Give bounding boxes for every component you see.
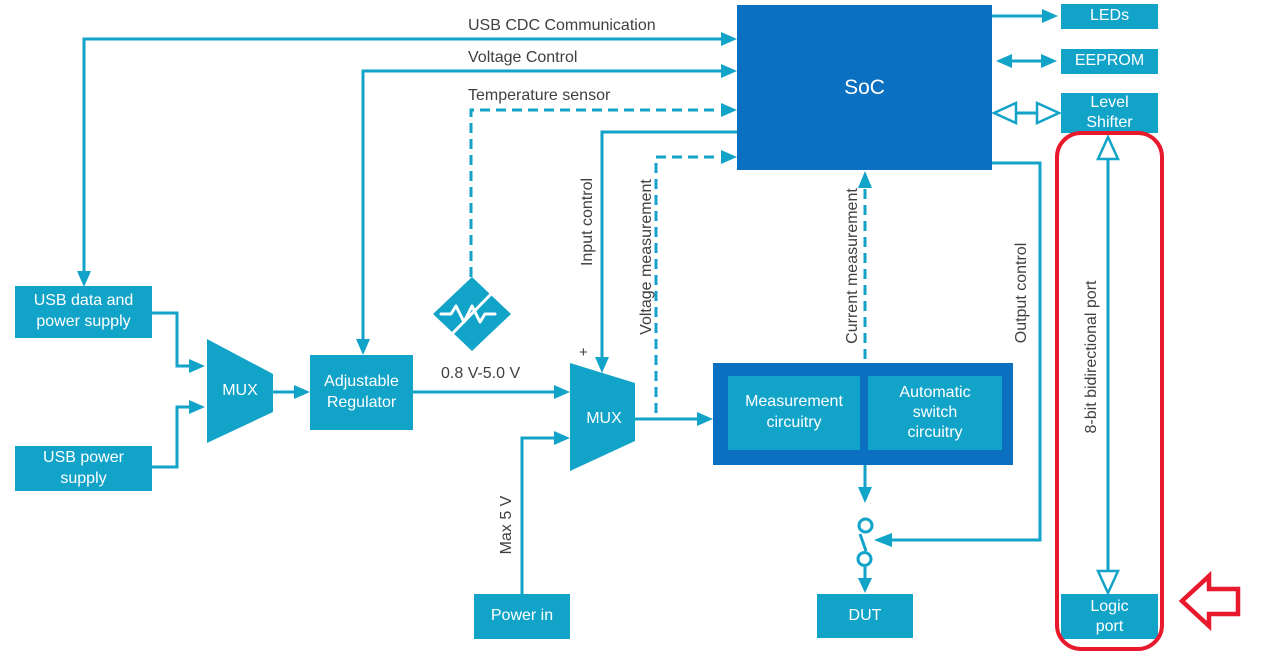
automatic-switch-label: Automatic switch circuitry <box>899 384 971 441</box>
voltage-measurement-connection <box>654 150 737 413</box>
usb-power-block: USB power supply <box>15 446 152 491</box>
soc-label: SoC <box>844 75 885 99</box>
power-in-block: Power in <box>474 594 570 639</box>
arrowhead-down <box>858 487 872 503</box>
usb-data-power-block: USB data and power supply <box>15 286 152 338</box>
positive-terminal-label: + <box>579 344 588 361</box>
arrowhead-right <box>721 64 737 78</box>
regulator-to-mux2-line <box>413 385 570 399</box>
mux2-shape <box>570 363 635 471</box>
eeprom-block: EEPROM <box>1061 49 1158 74</box>
dut-block: DUT <box>817 594 913 638</box>
switch-blade <box>858 533 868 552</box>
mux2-label: MUX <box>586 410 622 427</box>
usb-data-power-label: USB data and power supply <box>33 292 134 330</box>
eeprom-label: EEPROM <box>1074 52 1145 70</box>
arrowhead-left <box>996 54 1012 68</box>
soc-levelshifter-line <box>990 101 1063 125</box>
power-in-label: Power in <box>490 607 554 625</box>
open-arrowhead-right <box>1035 101 1063 125</box>
arrowhead-down <box>77 271 91 287</box>
voltage-control-label: Voltage Control <box>468 49 578 66</box>
open-arrowhead-down <box>1096 569 1120 597</box>
usb-cdc-connection <box>77 32 737 287</box>
arrowhead-right <box>554 385 570 399</box>
arrowhead-right <box>1041 54 1057 68</box>
logic-port-label: Logic port <box>1090 597 1129 635</box>
soc-to-leds-line <box>992 9 1058 23</box>
leds-block: LEDs <box>1061 4 1158 29</box>
usb-power-to-mux-line <box>152 400 205 469</box>
arrowhead-down <box>595 357 609 373</box>
regulator-range-label: 0.8 V-5.0 V <box>441 365 521 382</box>
arrowhead-right <box>697 412 713 426</box>
mux1-shape <box>207 339 273 443</box>
open-arrowhead-left <box>990 101 1018 125</box>
arrowhead-right <box>294 385 310 399</box>
mux2-to-measurement-line <box>635 412 713 426</box>
temperature-sensor-connection <box>469 103 737 277</box>
powerin-to-mux2-line <box>520 431 570 594</box>
arrowhead-down <box>356 339 370 355</box>
arrowhead-right <box>721 150 737 164</box>
thermistor-glyph <box>439 304 497 324</box>
dut-label: DUT <box>848 606 882 624</box>
thermistor-symbol <box>433 277 511 351</box>
switch-contact-top <box>857 517 874 534</box>
arrowhead-up <box>858 171 872 188</box>
bidirectional-port-connection <box>1096 133 1120 597</box>
soc-block: SoC <box>737 5 992 170</box>
current-measurement-connection <box>858 171 872 359</box>
input-control-connection <box>595 130 737 373</box>
arrowhead-right <box>189 359 205 373</box>
mux1-to-regulator-line <box>273 385 310 399</box>
temperature-sensor-label: Temperature sensor <box>468 87 611 104</box>
switch-symbol <box>856 465 874 593</box>
arrowhead-right <box>1042 9 1058 23</box>
switch-contact-bottom <box>856 551 873 567</box>
arrowhead-right <box>721 103 737 117</box>
arrowhead-right <box>189 400 205 414</box>
open-arrowhead-up <box>1096 133 1120 161</box>
arrowhead-right <box>554 431 570 445</box>
measurement-circuitry-label: Measurement circuitry <box>745 393 843 431</box>
usb-data-to-mux-line <box>152 311 205 373</box>
arrowhead-right <box>721 32 737 46</box>
voltage-control-connection <box>356 64 737 355</box>
usb-power-label: USB power supply <box>43 448 124 487</box>
usb-cdc-label: USB CDC Communication <box>468 17 656 34</box>
measurement-circuitry-block: Measurement circuitry <box>728 376 860 450</box>
logic-port-block: Logic port <box>1061 594 1158 639</box>
arrowhead-left <box>874 533 892 547</box>
red-pointer-arrow-icon <box>1178 570 1241 632</box>
mux1-label: MUX <box>222 382 258 399</box>
soc-eeprom-line <box>996 54 1057 68</box>
output-control-connection <box>874 161 1042 547</box>
level-shifter-label: Level Shifter <box>1086 94 1133 131</box>
automatic-switch-block: Automatic switch circuitry <box>868 376 1002 450</box>
adjustable-regulator-block: Adjustable Regulator <box>310 355 413 430</box>
red-highlight-outline <box>1055 131 1164 651</box>
arrowhead-down <box>858 578 872 593</box>
level-shifter-block: Level Shifter <box>1061 93 1158 133</box>
thermistor-slash <box>449 290 495 337</box>
adjustable-regulator-label: Adjustable Regulator <box>324 372 399 411</box>
leds-label: LEDs <box>1089 7 1130 25</box>
